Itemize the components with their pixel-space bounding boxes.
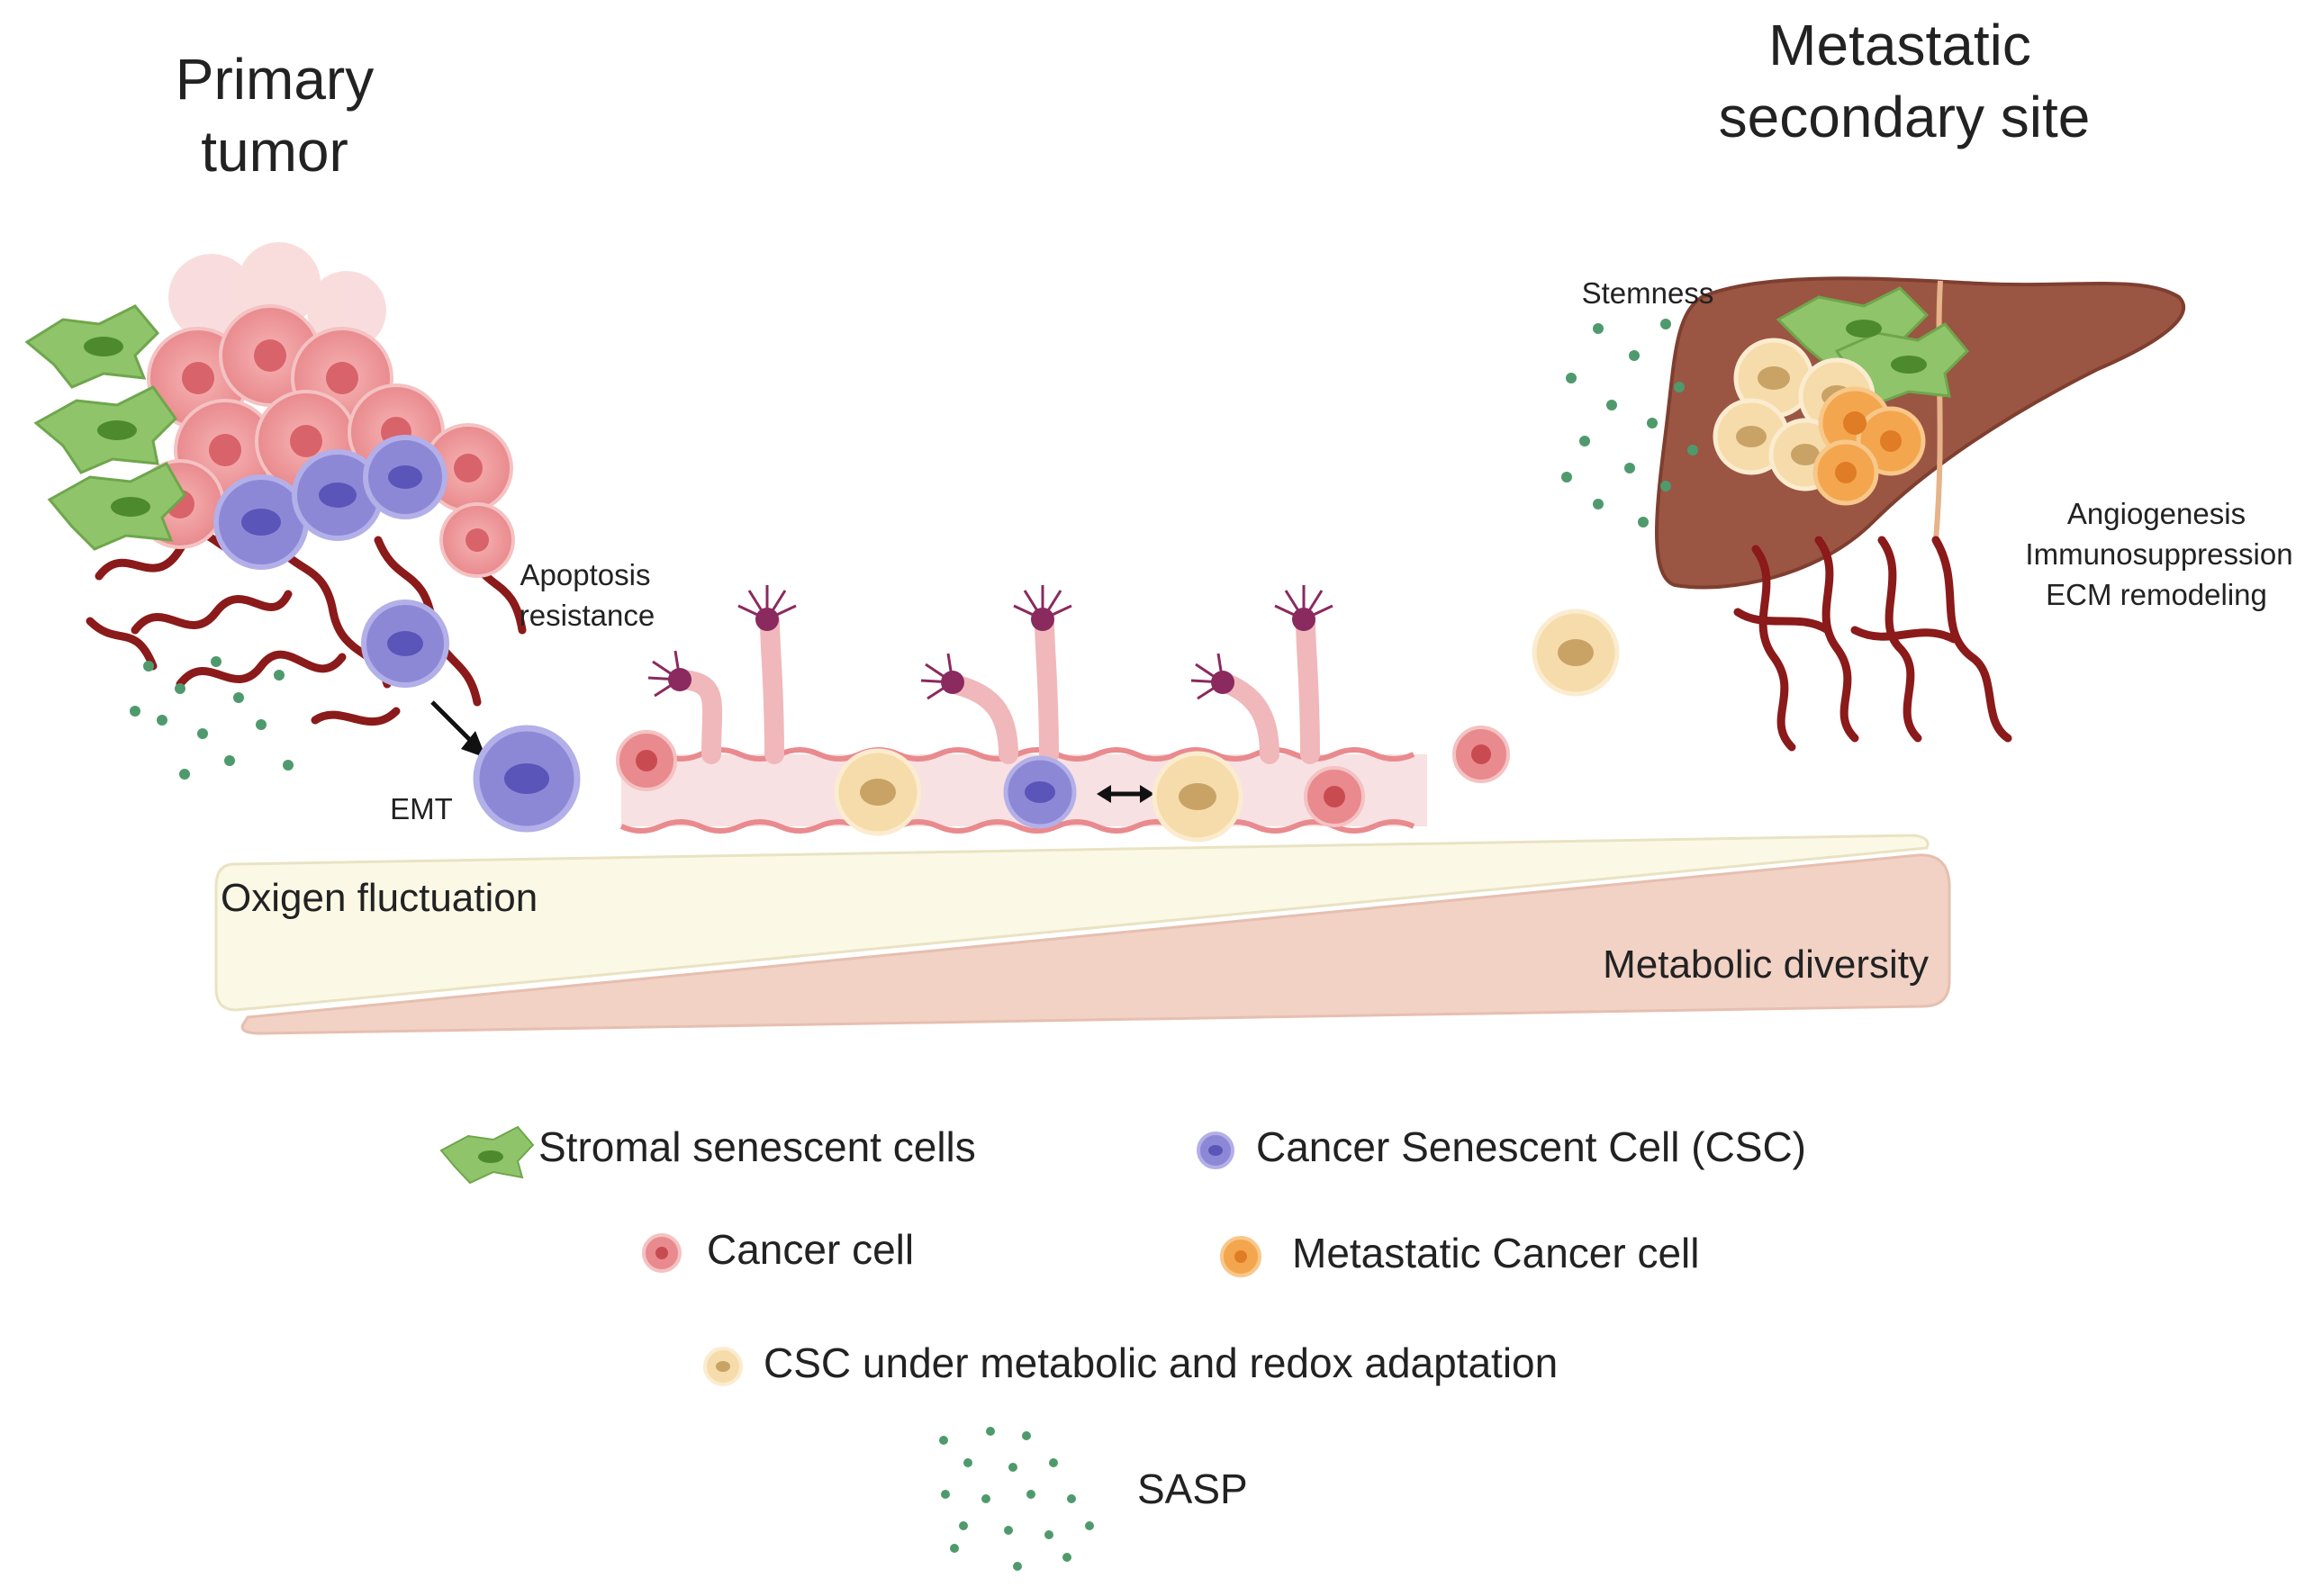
circulating-csc-adapted — [834, 748, 922, 836]
circulating-csc-adapted-2 — [1152, 751, 1243, 843]
apoptosis-resistance-label: Apoptosis — [520, 558, 651, 591]
gradient-bar: Oxigen fluctuation Metabolic diversity — [214, 834, 1951, 1035]
metastatic-site-title-line2: secondary site — [1719, 85, 2091, 149]
cancer-senescent-cells-primary — [213, 435, 449, 688]
legend-stromal-icon — [439, 1125, 535, 1185]
sasp-dots-primary — [130, 656, 294, 780]
legend-csc-label: Cancer Senescent Cell (CSC) — [1256, 1123, 1806, 1170]
primary-tumor-title: Primary — [176, 47, 374, 112]
legend-csc-icon — [1197, 1132, 1234, 1169]
blood-vessel — [616, 585, 1427, 843]
stemness-label: Stemness — [1582, 276, 1714, 310]
legend-cancer-icon — [642, 1233, 682, 1273]
double-arrow — [1097, 785, 1154, 803]
legend-metastatic-icon — [1220, 1236, 1261, 1277]
emt-arrow-head — [461, 731, 486, 758]
legend-csc-adapt-label: CSC under metabolic and redox adaptation — [764, 1339, 1558, 1386]
legend-metastatic-label: Metastatic Cancer cell — [1292, 1230, 1700, 1276]
sasp-dots-metastatic — [1561, 319, 1698, 527]
legend-sasp-label: SASP — [1137, 1465, 1248, 1512]
legend-stromal-label: Stromal senescent cells — [538, 1123, 976, 1170]
ecm-remodeling-label: ECM remodeling — [2046, 578, 2267, 611]
cancer-cell-cluster — [135, 304, 515, 578]
legend-cancer-label: Cancer cell — [707, 1226, 914, 1273]
angiogenesis-label: Angiogenesis — [2067, 497, 2246, 530]
liver — [1655, 276, 2186, 752]
apoptosis-resistance-label-line2: resistance — [520, 599, 655, 632]
metabolic-diversity-wedge — [240, 853, 1951, 1035]
metabolic-diversity-label: Metabolic diversity — [1603, 942, 1929, 987]
stromal-senescent-cells-primary — [24, 304, 186, 551]
extravasated-cancer-cell — [1452, 726, 1510, 783]
migrating-cancer-senescent-cell — [473, 725, 581, 833]
primary-tumor-title-line2: tumor — [201, 119, 348, 184]
legend-csc-adapt-icon — [703, 1347, 743, 1386]
legend: Stromal senescent cells Cancer Senescent… — [439, 1123, 1806, 1571]
circulating-cancer-cell-2 — [1304, 766, 1365, 827]
oxygen-fluctuation-label: Oxigen fluctuation — [221, 876, 538, 920]
circulating-cancer-cell — [616, 730, 677, 791]
oxygen-fluctuation-wedge — [214, 834, 1930, 1012]
extravasated-csc-adapted — [1532, 609, 1620, 697]
circulating-cancer-senescent-cell — [1003, 755, 1077, 829]
metastatic-site-title: Metastatic — [1768, 13, 2031, 77]
legend-sasp-icon — [939, 1427, 1094, 1571]
emt-label: EMT — [390, 792, 453, 825]
immunosuppression-label: Immunosuppression — [2025, 537, 2292, 571]
primary-tumor — [24, 242, 527, 780]
